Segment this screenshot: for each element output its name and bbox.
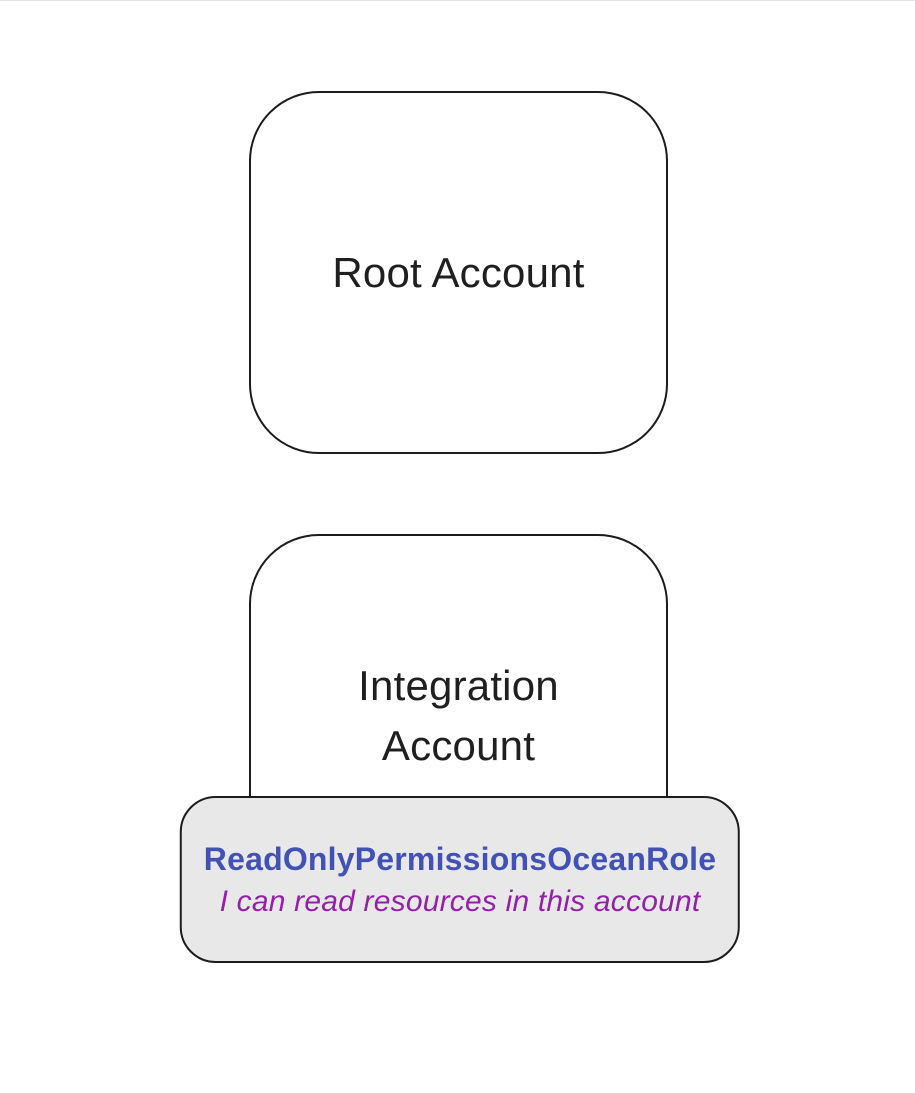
integration-account-label: Integration Account [358, 661, 559, 769]
role-title: ReadOnlyPermissionsOceanRole [203, 840, 717, 877]
role-description: I can read resources in this account [219, 884, 701, 918]
node-root-account: Root Account [249, 91, 668, 454]
root-account-label: Root Account [332, 248, 585, 296]
role-badge: ReadOnlyPermissionsOceanRole I can read … [179, 796, 741, 963]
